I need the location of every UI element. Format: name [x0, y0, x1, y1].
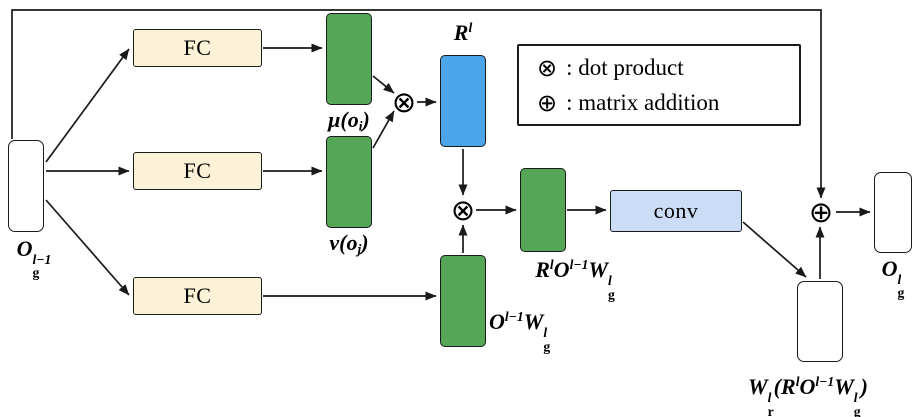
legend-row-dot-product: ⊗ : dot product [537, 54, 799, 82]
dot-product-operator-2: ⊗ [450, 192, 476, 227]
relation-matrix-block [440, 55, 486, 147]
arrow-v-to-dot1 [372, 110, 395, 149]
fc3-label: FC [183, 283, 212, 308]
matrix-addition-operator: ⊕ [808, 194, 834, 229]
v-feature-block [326, 136, 372, 228]
arrow-input-to-fc3 [45, 199, 130, 296]
ow-feature-block [440, 255, 486, 347]
legend-row-matrix-addition: ⊕ : matrix addition [537, 89, 799, 117]
matrix-addition-icon: ⊕ [537, 88, 558, 117]
conv-block: conv [610, 190, 742, 232]
fc-block-2: FC [133, 152, 262, 190]
fc1-label: FC [183, 35, 212, 60]
fc-block-1: FC [133, 29, 262, 67]
conv-label: conv [653, 198, 699, 223]
row-feature-block [520, 168, 566, 252]
wr-feature-block [797, 281, 843, 362]
fc-block-3: FC [133, 277, 262, 315]
v-label: v(oj) [329, 230, 369, 257]
skip-connection-line [11, 9, 826, 199]
arrow-mu-to-dot1 [372, 75, 395, 94]
output-feature-block [874, 172, 912, 253]
legend-matrix-addition-label: : matrix addition [566, 89, 720, 115]
legend: ⊗ : dot product ⊕ : matrix addition [517, 44, 801, 126]
arrow-conv-to-wr [742, 221, 807, 278]
dot-product-icon: ⊗ [537, 53, 558, 82]
arrow-input-to-fc1 [45, 48, 130, 163]
mu-label: μ(oi) [328, 107, 370, 134]
fc2-label: FC [183, 158, 212, 183]
dot-product-operator-1: ⊗ [391, 84, 417, 119]
input-feature-block [8, 140, 44, 232]
relation-matrix-label: Rl [453, 20, 473, 46]
legend-dot-product-label: : dot product [566, 54, 684, 80]
mu-feature-block [326, 13, 372, 105]
